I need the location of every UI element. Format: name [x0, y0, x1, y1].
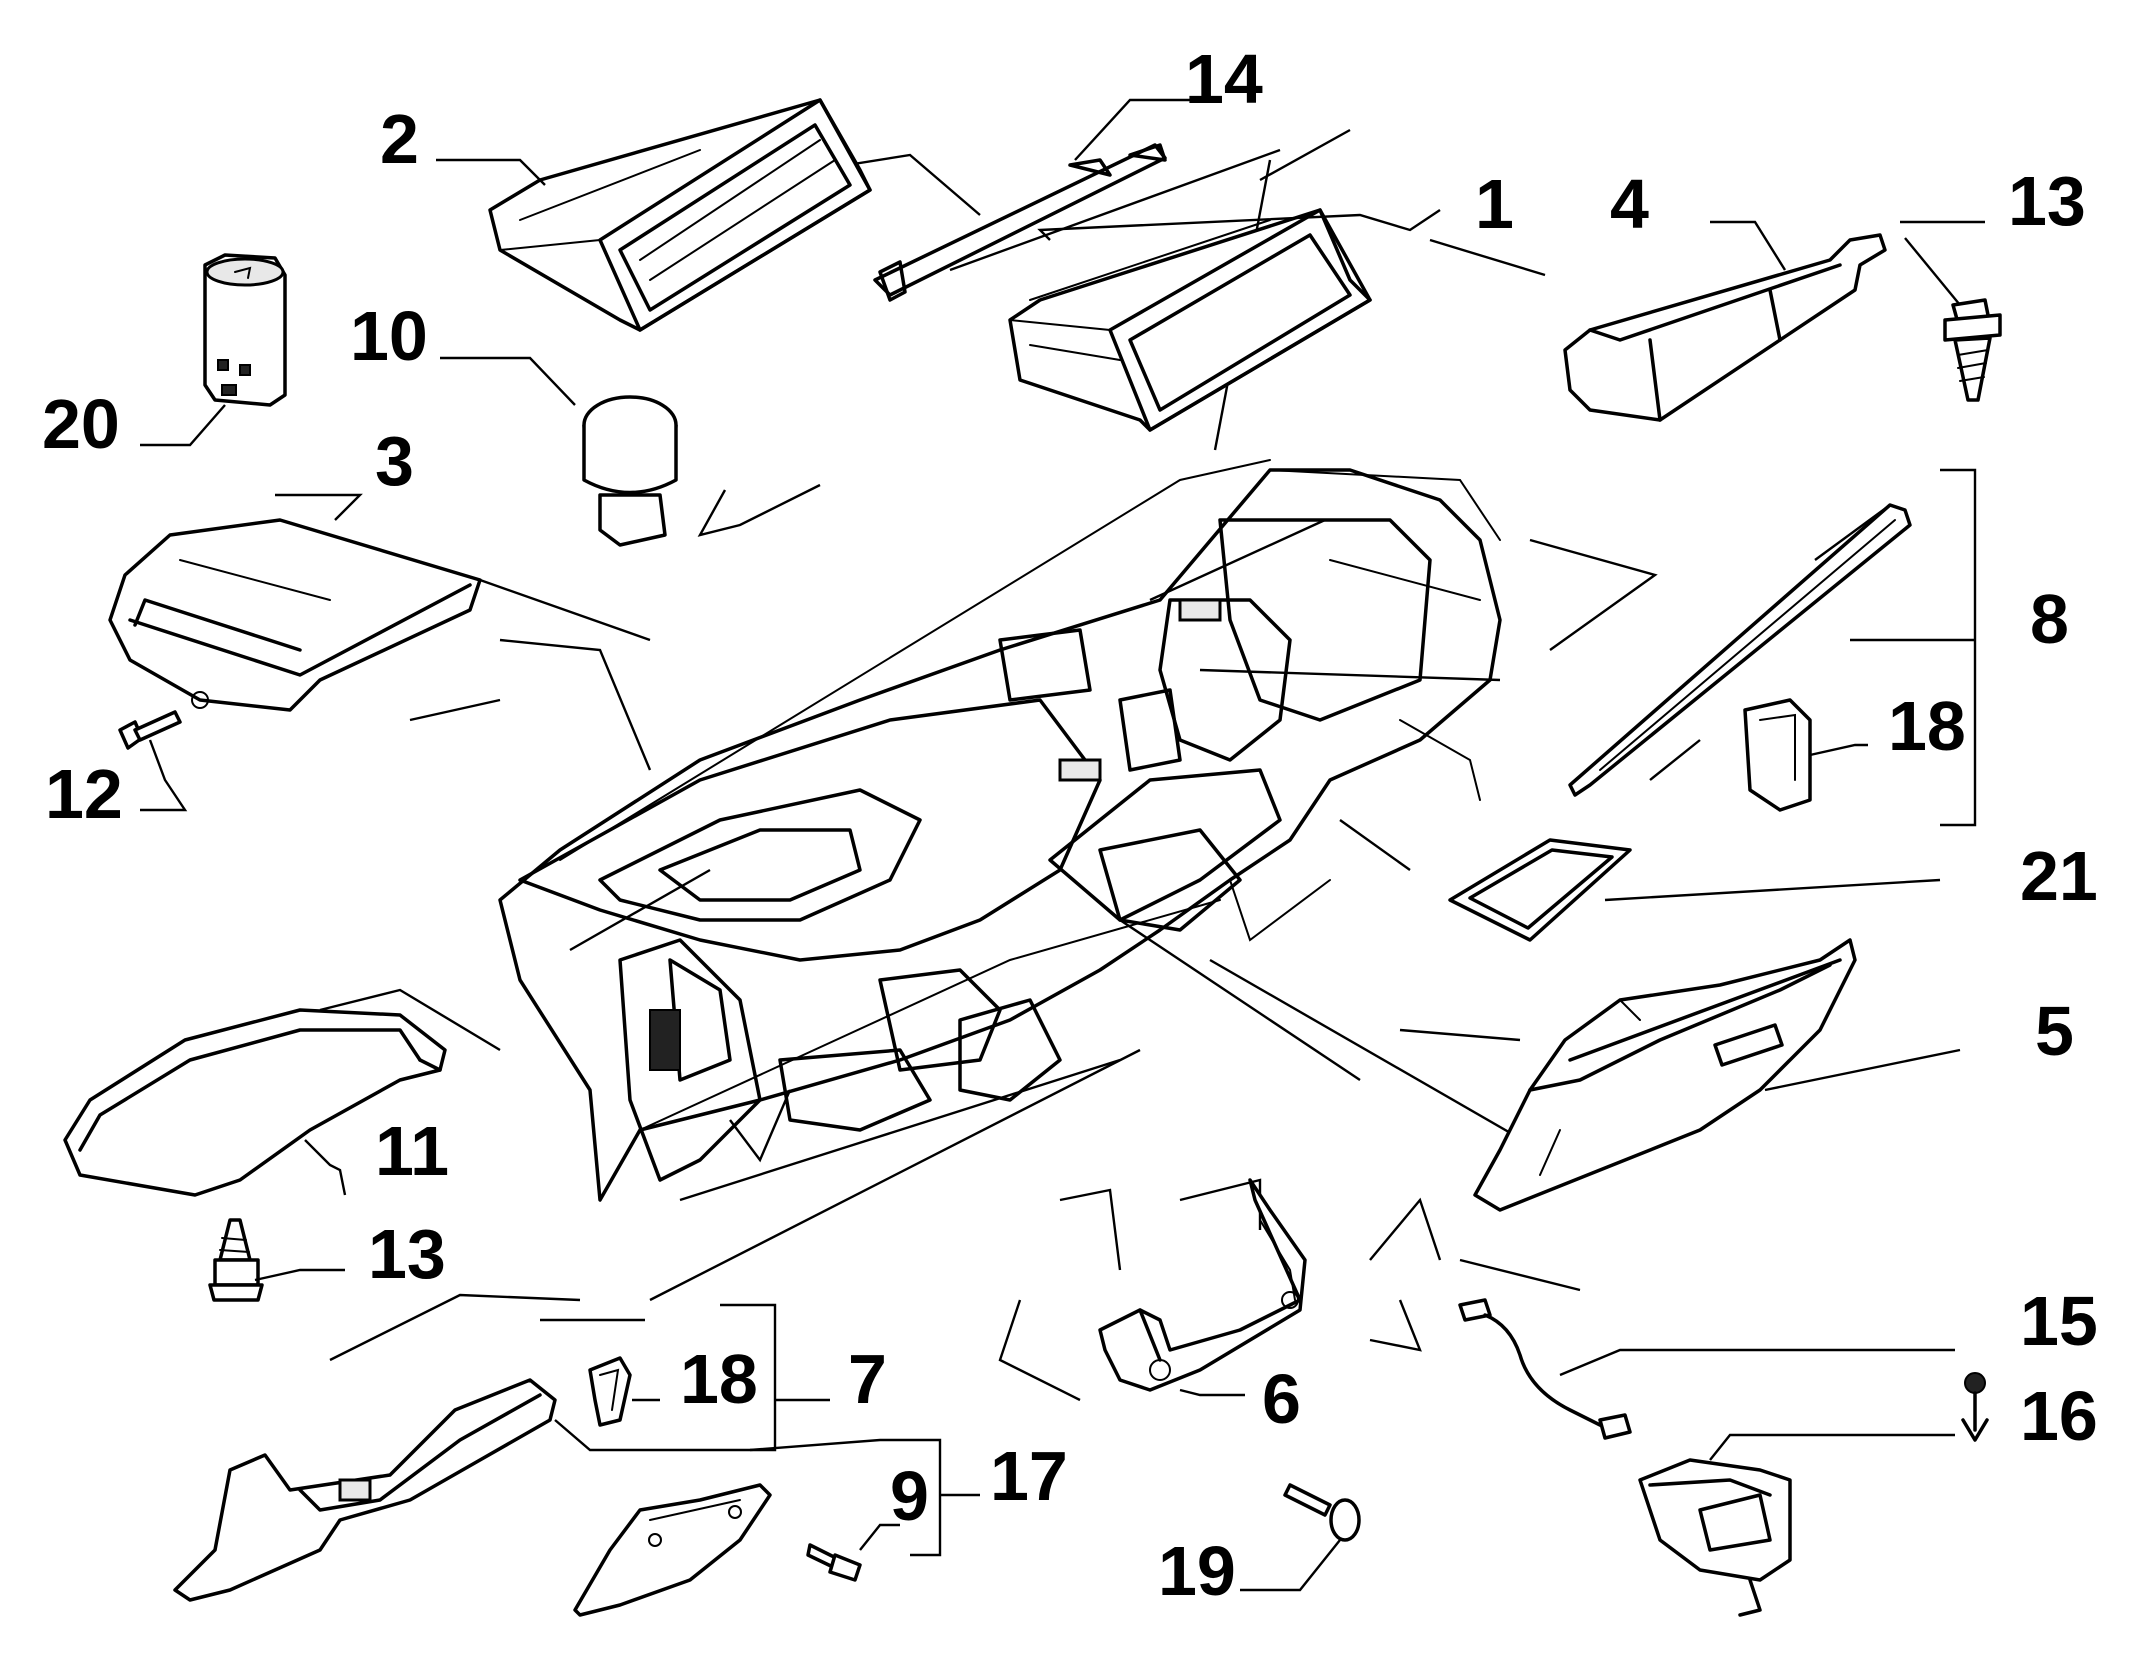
- callout-labels: 1 2 3 4 5 6 7 8 9 10 11 12 13 13 14 15 1…: [42, 40, 2098, 1610]
- part-10-cap: [582, 395, 678, 547]
- callout-14: 14: [1185, 40, 1263, 118]
- part-19-bolt: [1283, 1483, 1361, 1542]
- callout-1: 1: [1475, 165, 1514, 243]
- callout-10: 10: [350, 297, 428, 375]
- part-4-bracket: [1563, 233, 1887, 422]
- callout-leaders: [140, 98, 1985, 1592]
- part-13-screw-top: [1943, 298, 2002, 402]
- part-18-clip-left: [588, 1356, 632, 1427]
- callout-15: 15: [2020, 1282, 2098, 1360]
- callout-17: 17: [990, 1437, 1068, 1515]
- part-13-screw-bottom: [208, 1218, 264, 1302]
- part-9-cover-piece: [573, 1483, 772, 1617]
- callout-2: 2: [380, 100, 419, 178]
- part-15-wiring-harness: [1458, 1298, 1632, 1440]
- part-5-glovebox: [1473, 938, 1857, 1212]
- callout-11: 11: [375, 1112, 449, 1190]
- callout-5: 5: [2035, 992, 2074, 1070]
- callout-16: 16: [2020, 1377, 2098, 1455]
- callout-20: 20: [42, 385, 120, 463]
- socket-module: [1638, 1458, 1792, 1617]
- part-2-top-tray: [488, 98, 872, 332]
- part-21-mat: [1448, 838, 1632, 942]
- callout-21: 21: [2020, 837, 2098, 915]
- part-7-lower-panel: [173, 1378, 557, 1602]
- part-20-switch: [203, 253, 287, 407]
- part-6-bracket: [1098, 1178, 1307, 1392]
- callout-6: 6: [1262, 1360, 1301, 1438]
- part-3-cover: [108, 518, 482, 712]
- part-11-lid: [63, 1008, 447, 1197]
- part-12-screw: [118, 710, 182, 750]
- callout-3: 3: [375, 422, 414, 500]
- callout-18-left: 18: [680, 1340, 758, 1418]
- part-18-clip-right: [1743, 698, 1812, 812]
- callout-12: 12: [45, 755, 123, 833]
- dashboard-assembly: [498, 459, 1502, 1202]
- callout-7: 7: [848, 1340, 887, 1418]
- callout-9: 9: [890, 1457, 929, 1535]
- part-17-screw: [806, 1543, 862, 1582]
- part-8-long-trim: [1568, 503, 1912, 797]
- callout-18-right: 18: [1888, 687, 1966, 765]
- callout-13-bottom: 13: [368, 1215, 446, 1293]
- callout-19: 19: [1158, 1532, 1236, 1610]
- callout-13-top: 13: [2008, 162, 2086, 240]
- part-14-trim-strip: [873, 143, 1167, 302]
- callout-8: 8: [2030, 580, 2069, 658]
- part-1-center-tray: [1008, 208, 1372, 432]
- part-16-pin: [1961, 1372, 1989, 1442]
- callout-4: 4: [1610, 165, 1649, 243]
